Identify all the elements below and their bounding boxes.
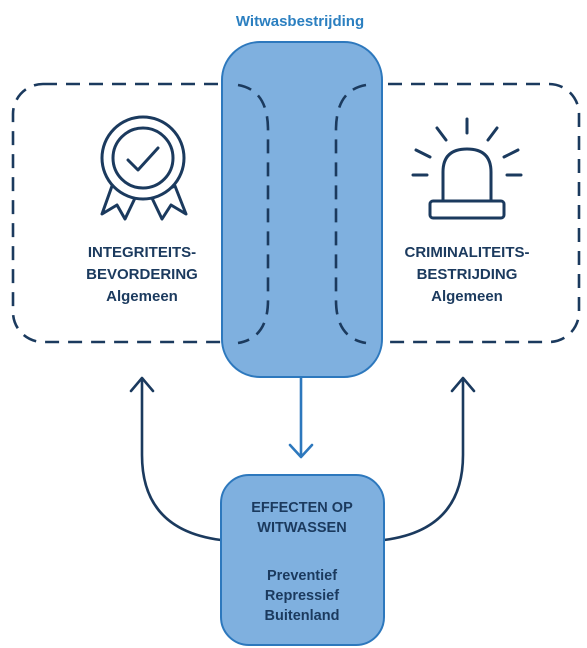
effects-heading-line1: EFFECTEN OP: [251, 500, 353, 516]
inner-dashed-curve-right: [334, 83, 367, 345]
left-label-line2: BEVORDERING: [86, 266, 198, 283]
down-arrow: [288, 376, 314, 459]
left-label-line1: INTEGRITEITS-: [88, 244, 196, 261]
right-label-line1: CRIMINALITEITS-: [405, 244, 530, 261]
diagram-title: Witwasbestrijding: [236, 13, 364, 30]
right-curved-arrow-up: [382, 376, 476, 542]
right-label-line3: Algemeen: [431, 288, 503, 305]
award-ribbon-checkmark-icon: [100, 115, 188, 221]
right-label-line2: BESTRIJDING: [417, 266, 518, 283]
central-pillar-box: [221, 41, 383, 378]
left-label-line3: Algemeen: [106, 288, 178, 305]
left-curved-arrow-up: [129, 376, 223, 542]
effects-item-buitenland: Buitenland: [265, 608, 340, 624]
effects-item-repressief: Repressief: [265, 588, 339, 604]
inner-dashed-curve-left: [237, 83, 270, 345]
effects-heading-line2: WITWASSEN: [257, 520, 346, 536]
alarm-siren-icon: [411, 117, 523, 220]
effects-item-preventief: Preventief: [267, 568, 337, 584]
effects-box: [220, 474, 385, 646]
